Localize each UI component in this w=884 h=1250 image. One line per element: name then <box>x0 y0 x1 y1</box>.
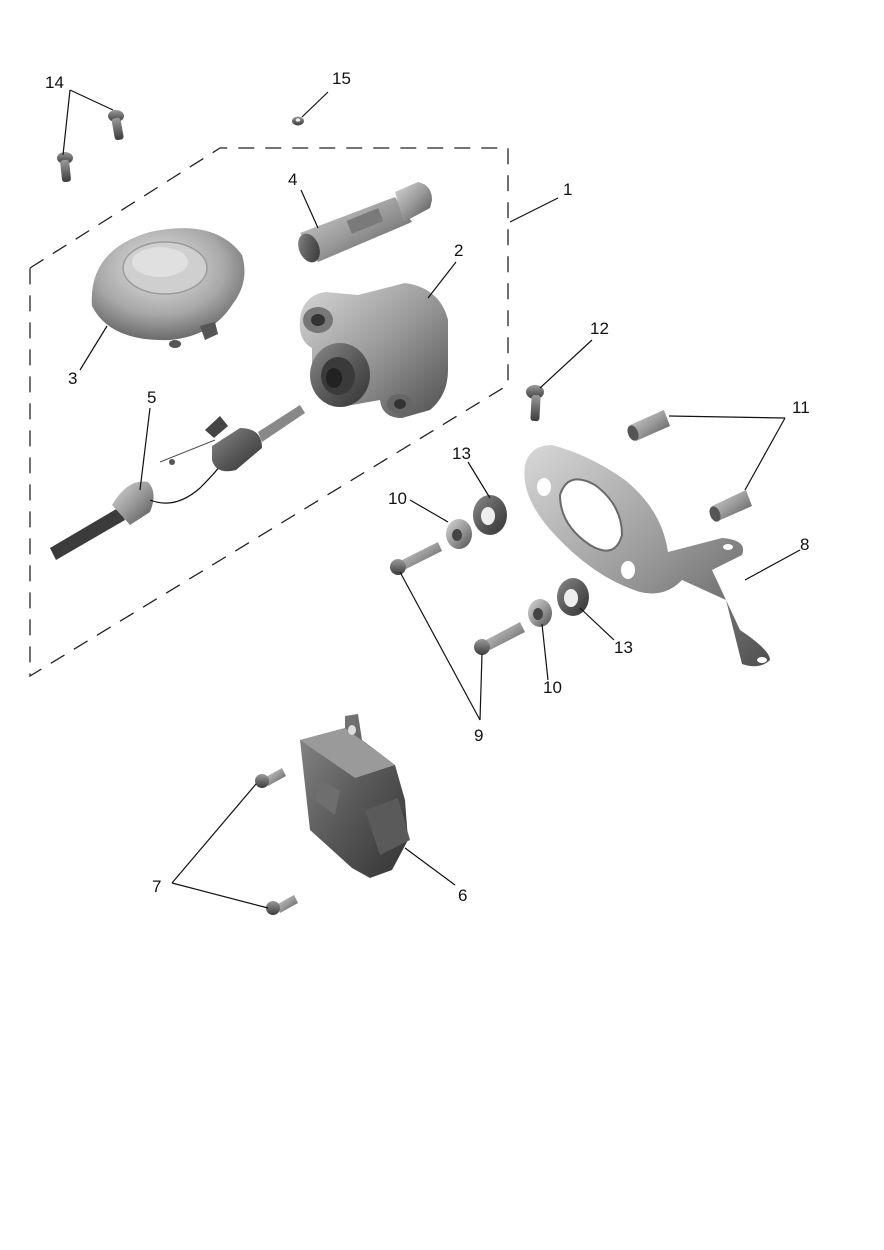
callout-11: 11 <box>792 398 810 417</box>
part-spacer-11a <box>627 410 670 441</box>
callout-8: 8 <box>800 535 809 554</box>
callout-2: 2 <box>454 241 463 260</box>
callout-13-lower: 13 <box>614 638 633 657</box>
part-bolt-9a <box>390 542 442 575</box>
part-grommet-13a <box>473 495 507 535</box>
part-sleeve-10a <box>446 519 472 549</box>
part-connector-4 <box>298 182 432 263</box>
part-bolt-9b <box>474 622 525 655</box>
callout-15: 15 <box>332 69 351 88</box>
callout-4: 4 <box>288 170 297 189</box>
callout-7: 7 <box>152 877 161 896</box>
part-screw-7b <box>266 895 298 915</box>
callout-12: 12 <box>590 319 609 338</box>
callout-6: 6 <box>458 886 467 905</box>
part-nut-15 <box>292 116 304 126</box>
callout-10-upper: 10 <box>388 489 407 508</box>
part-cap-3 <box>91 228 245 348</box>
part-lock-housing-2 <box>299 283 448 418</box>
part-screw-14b <box>108 110 124 141</box>
part-sleeve-10b <box>528 599 552 627</box>
kit-boundary-dashed <box>29 147 509 678</box>
callout-9: 9 <box>474 726 483 745</box>
leader-lines <box>62 89 801 909</box>
part-bolt-12 <box>526 385 544 422</box>
part-module-6 <box>300 714 410 878</box>
part-keys-5 <box>50 405 305 560</box>
callout-14: 14 <box>45 73 64 92</box>
callout-labels: 14 15 1 4 2 3 5 12 11 13 10 8 13 10 9 6 … <box>45 69 810 905</box>
callout-3: 3 <box>68 369 77 388</box>
callout-13-upper: 13 <box>452 444 471 463</box>
callout-5: 5 <box>147 388 156 407</box>
callout-1: 1 <box>563 180 572 199</box>
callout-10-lower: 10 <box>543 678 562 697</box>
part-spacer-11b <box>709 490 752 522</box>
part-screw-14a <box>57 152 73 183</box>
part-screw-7a <box>255 768 286 788</box>
part-grommet-13b <box>557 578 589 616</box>
part-bracket-8 <box>524 445 770 667</box>
